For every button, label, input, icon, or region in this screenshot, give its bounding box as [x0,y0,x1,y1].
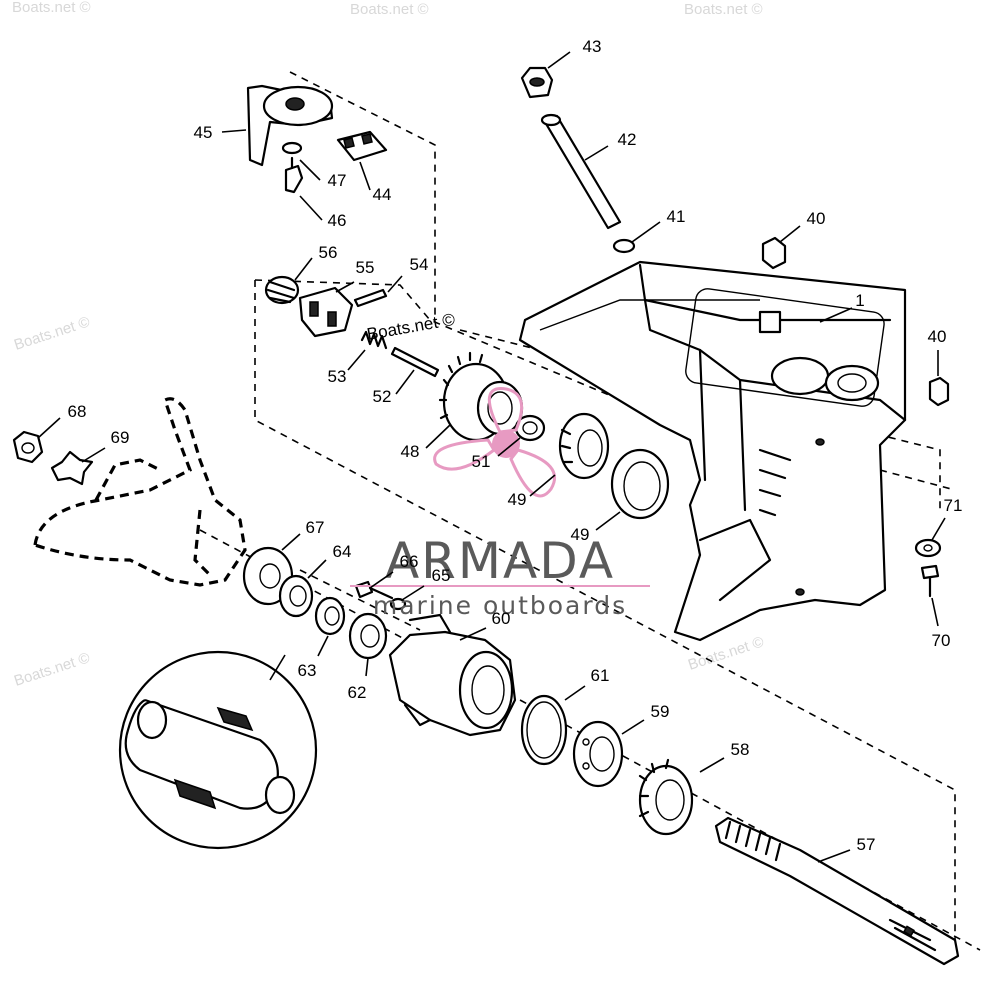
anode-block [336,130,388,162]
part-callout-62: 62 [348,683,367,702]
brand-name: ARMADA [385,532,615,590]
part-callout-61: 61 [591,666,610,685]
trim-tab [246,84,334,167]
propeller-shaft [714,816,960,966]
part-callout-40: 40 [928,327,947,346]
part-callout-46: 46 [328,211,347,230]
nut [928,376,950,407]
part-callout-57: 57 [857,835,876,854]
watermark: Boats.net © [350,1,429,18]
nut [761,236,787,270]
bearing [278,574,314,618]
part-callout-40: 40 [807,209,826,228]
propeller-logo-icon [433,387,557,498]
part-callout-54: 54 [410,255,429,274]
tab-washer [50,450,94,486]
needle-bearing [314,596,346,636]
part-callout-66: 66 [400,552,419,571]
part-callout-68: 68 [68,402,87,421]
needle-bearing [348,612,388,660]
watermark: Boats.net © [12,313,92,353]
bolt [284,156,304,194]
part-callout-65: 65 [432,566,451,585]
forward-gear [638,758,694,836]
pin [353,288,388,308]
part-callout-52: 52 [373,387,392,406]
part-callout-44: 44 [373,185,392,204]
washer [914,538,942,558]
leader-lines [37,51,946,863]
part-callout-64: 64 [333,542,352,561]
part-callout-67: 67 [306,518,325,537]
propeller [33,397,247,587]
part-callout-1: 1 [855,291,864,310]
gear-housing [518,260,907,642]
grommet [520,66,554,99]
shift-pin [390,346,440,378]
callout-labels: 43 42 41 40 1 40 45 47 44 46 56 55 54 53 52 48 51 49 49 68 6… [68,37,963,854]
part-callout-48: 48 [401,442,420,461]
washer [612,238,636,254]
bearing-housing [388,613,517,737]
reverse-gear [438,351,524,442]
part-callout-70: 70 [932,631,951,650]
part-callout-43: 43 [583,37,602,56]
part-callout-53: 53 [328,367,347,386]
water-tube [540,113,622,230]
watermark: Boats.net © [684,1,763,18]
tapered-bearing [558,412,610,480]
part-callout-45: 45 [194,123,213,142]
prop-nut [12,430,44,464]
ball-bearing [572,720,624,788]
part-callout-69: 69 [111,428,130,447]
part-callout-41: 41 [667,207,686,226]
detent-spring [360,330,388,350]
part-callout-49: 49 [571,525,590,544]
screw [920,564,940,598]
part-callout-51: 51 [472,452,491,471]
part-callout-63: 63 [298,661,317,680]
part-callout-59: 59 [651,702,670,721]
part-callout-42: 42 [618,130,637,149]
armada-logo: ARMADA marine outboards [350,387,650,620]
part-callout-71: 71 [944,496,963,515]
detail-inset [118,650,318,850]
washer [281,141,303,155]
part-callout-56: 56 [319,243,338,262]
clutch-spring [264,275,300,305]
watermark: Boats.net © [12,0,91,16]
part-callout-49: 49 [508,490,527,509]
part-callout-60: 60 [492,609,511,628]
bearing-cup [610,448,670,520]
watermark: Boats.net © [365,310,456,344]
brand-tagline: marine outboards [373,591,627,620]
watermark: Boats.net © [12,649,92,689]
washer [389,597,407,611]
part-callout-58: 58 [731,740,750,759]
clutch-dog [298,286,354,338]
part-callout-55: 55 [356,258,375,277]
part-callout-47: 47 [328,171,347,190]
o-ring [520,694,568,766]
